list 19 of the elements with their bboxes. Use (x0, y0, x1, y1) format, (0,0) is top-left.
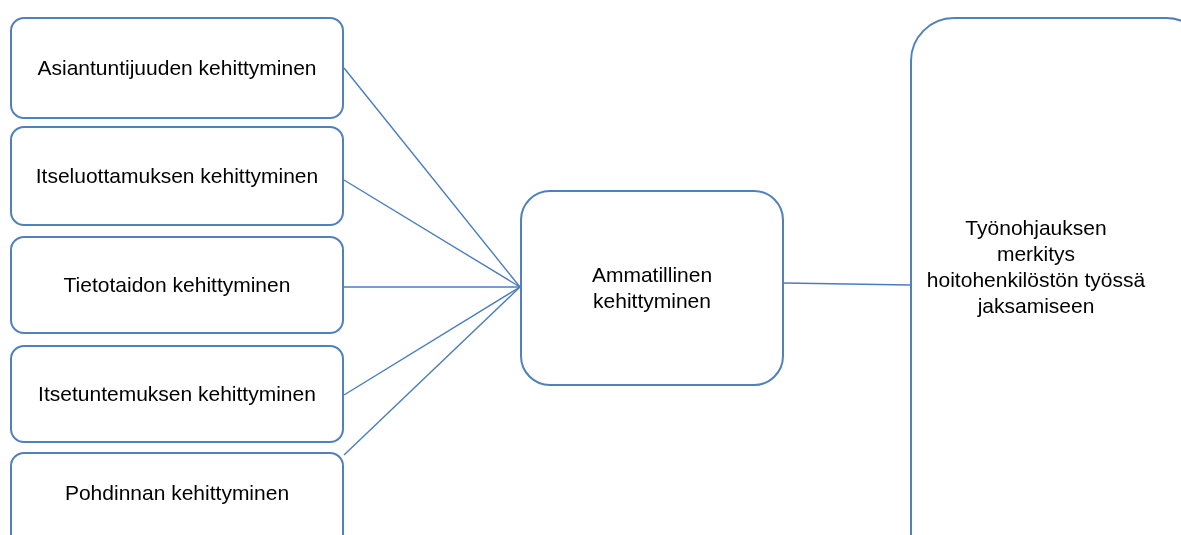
box-label: Asiantuntijuuden kehittyminen (37, 55, 317, 81)
connector-line (343, 179, 521, 288)
rounded-box (520, 190, 784, 386)
rounded-box (10, 126, 344, 226)
rounded-box (10, 345, 344, 443)
connector-line (343, 286, 521, 288)
rounded-box (10, 236, 344, 334)
box-label: Pohdinnan kehittyminen (64, 480, 290, 506)
box-label: Itseluottamuksen kehittyminen (35, 163, 319, 189)
box-label: Työnohjauksen merkitys hoitohenkilöstön työssä jaksamiseen (925, 215, 1147, 319)
rounded-box (10, 17, 344, 119)
rounded-box (10, 452, 344, 535)
connector-line (343, 67, 521, 288)
rounded-box (910, 17, 1181, 535)
box-label: Ammatillinen kehittyminen (590, 262, 714, 314)
box-label: Itsetuntemuksen kehittyminen (38, 381, 316, 407)
connector-line (343, 286, 521, 456)
box-label: Tietotaidon kehittyminen (63, 272, 291, 298)
connector-line (783, 282, 911, 286)
